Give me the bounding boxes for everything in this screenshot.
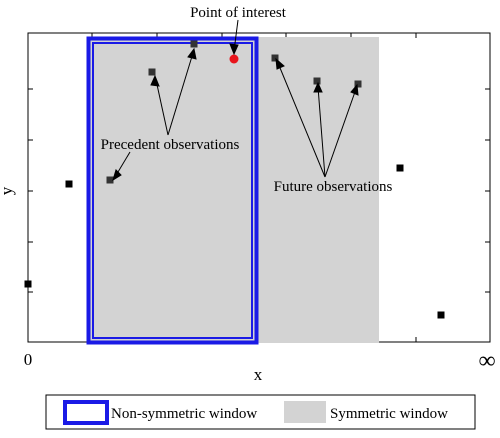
legend-symmetric-swatch [284,401,326,423]
precedent-observations-label: Precedent observations [101,137,240,153]
legend-box [45,394,476,430]
future-observation-point [354,80,362,88]
x-axis-label: x [254,365,263,384]
legend: Non-symmetric window Symmetric window [45,394,476,430]
future-observations-label: Future observations [274,179,393,195]
symmetric-window [87,37,379,343]
legend-symmetric-label: Symmetric window [330,406,448,422]
future-observation-point [271,54,279,62]
observation-point [24,280,32,288]
observation-point [65,180,73,188]
point-of-interest-marker [229,54,239,64]
annotation-arrows [112,19,359,182]
observation-point [437,311,445,319]
observation-point [396,164,404,172]
non-symmetric-window [86,36,259,345]
point-of-interest-label: Point of interest [190,5,287,21]
precedent-observation-point [148,68,156,76]
legend-non-symmetric-swatch [63,400,109,425]
precedent-observation-point [190,40,198,48]
precedent-observation-point [106,176,114,184]
y-axis-label: y [0,186,16,195]
legend-non-symmetric-label: Non-symmetric window [111,406,257,422]
x-axis-start-label: 0 [24,350,33,369]
future-observation-point [313,77,321,85]
non-symmetric-window-inner [92,42,253,339]
x-axis-end-label: ∞ [478,348,495,374]
